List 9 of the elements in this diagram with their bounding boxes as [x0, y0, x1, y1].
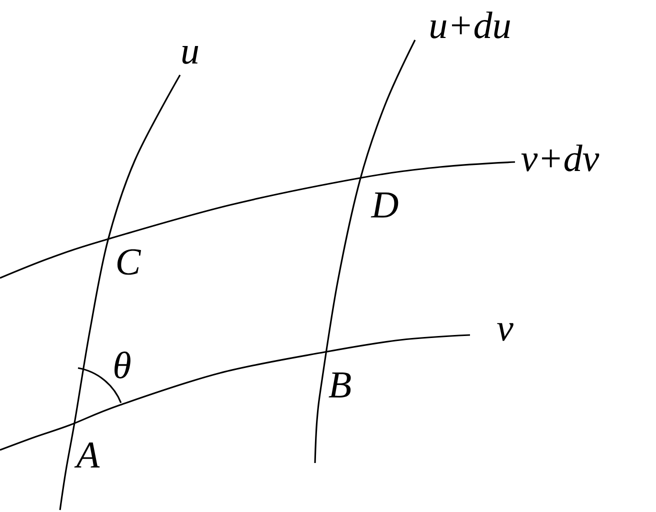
curve-label: u [182, 46, 198, 64]
point-label: A [74, 442, 100, 468]
curve-label: u+du [430, 12, 510, 38]
angle-label: θ [114, 352, 130, 378]
point-label: B [328, 372, 351, 398]
curve-label: v+dv [521, 144, 600, 172]
point-label: C [117, 249, 142, 275]
curve-label: v [497, 323, 514, 341]
point-label: D [370, 192, 398, 218]
